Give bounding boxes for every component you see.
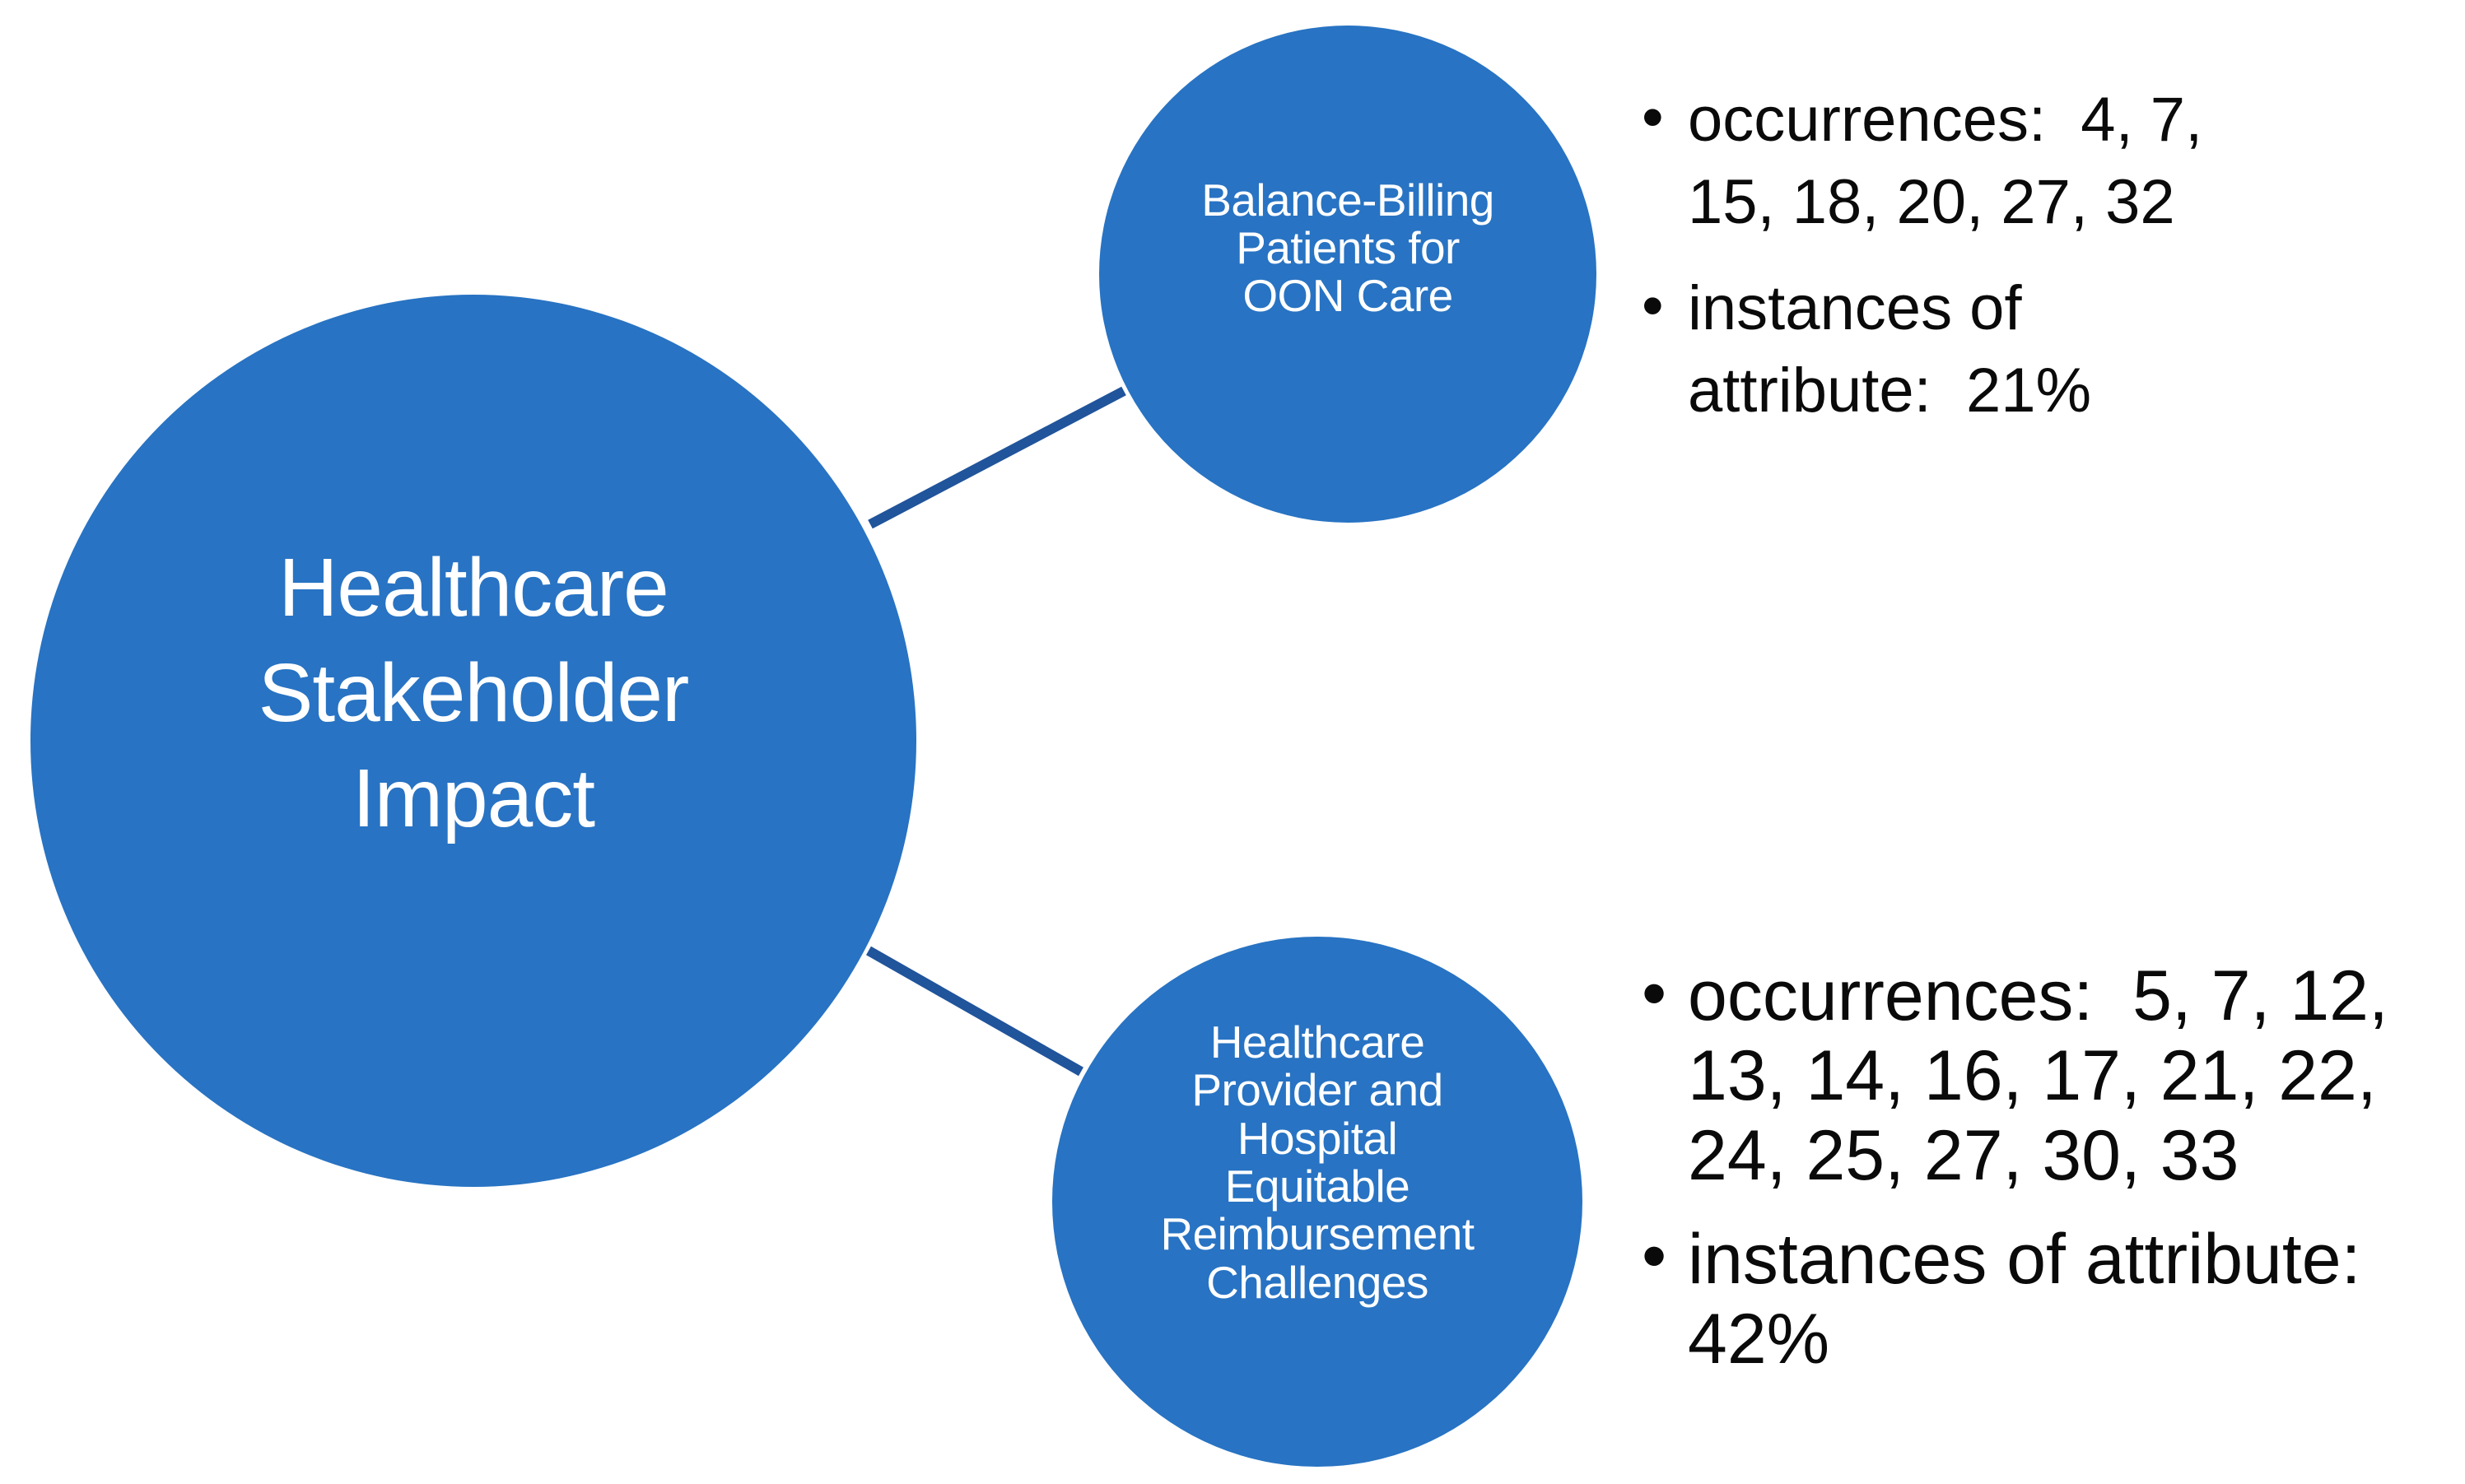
bottom-node-label: Healthcare Provider and Hospital Equitab… — [1160, 1016, 1475, 1308]
instances-of-attribute-note: instances of attribute: 21% — [1640, 265, 2241, 433]
connector-center-to-top-node — [868, 386, 1126, 529]
instances-of-attribute-note: instances of attribute: 42% — [1640, 1217, 2422, 1379]
node-balance-billing-oon-care: Balance-Billing Patients for OON Care — [1099, 26, 1596, 523]
annotation-balance-billing-oon-care: occurrences: 4, 7, 15, 18, 20, 27, 32 in… — [1640, 77, 2241, 433]
annotation-provider-reimbursement-challenges: occurrences: 5, 7, 12, 13, 14, 16, 17, 2… — [1640, 954, 2422, 1379]
connector-center-to-bottom-node — [866, 946, 1083, 1077]
center-node-label: Healthcare Stakeholder Impact — [258, 542, 690, 844]
node-provider-reimbursement-challenges: Healthcare Provider and Hospital Equitab… — [1052, 937, 1582, 1467]
top-node-label: Balance-Billing Patients for OON Care — [1201, 174, 1494, 322]
occurrences-note: occurrences: 5, 7, 12, 13, 14, 16, 17, 2… — [1640, 954, 2422, 1197]
occurrences-note: occurrences: 4, 7, 15, 18, 20, 27, 32 — [1640, 77, 2241, 244]
node-healthcare-stakeholder-impact: Healthcare Stakeholder Impact — [30, 295, 916, 1187]
